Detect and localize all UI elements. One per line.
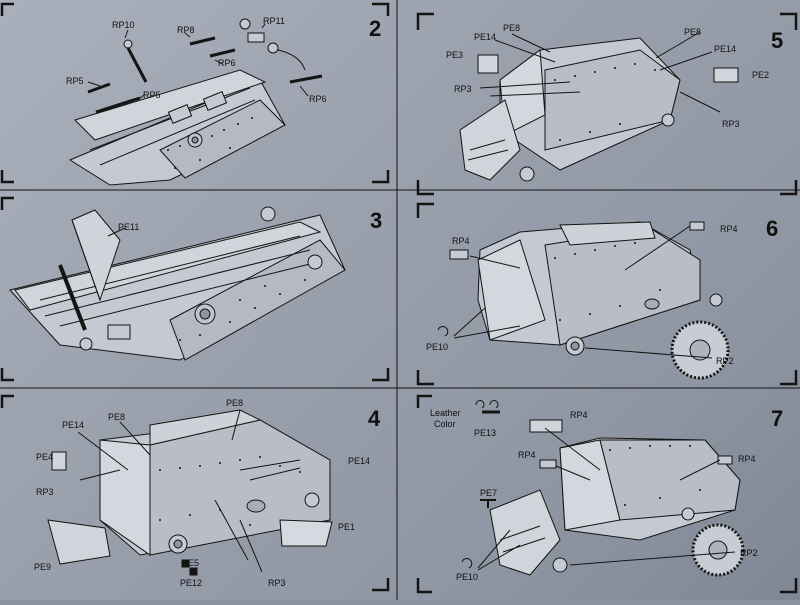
step-number-3: 3 [370, 208, 382, 233]
step-2-labels: RP10 RP8 RP11 RP5 RP5 RP6 RP6 [66, 16, 327, 104]
callout-label: PE1 [338, 522, 355, 532]
callout-label: RP6 [309, 94, 327, 104]
callout-label: PE11 [118, 222, 139, 232]
step-6-drawing [437, 221, 730, 380]
callout-label: RP4 [570, 410, 588, 420]
callout-label: PE5 [182, 558, 199, 568]
step-3-drawing [9, 206, 346, 361]
callout-label: RP2 [740, 548, 758, 558]
step-4-labels: PE14 PE8 PE8 PE4 RP3 PE14 PE9 PE1 PE5 PE… [34, 398, 370, 588]
callout-label: PE7 [480, 488, 497, 498]
callout-label: PE8 [503, 23, 520, 33]
callout-label: RP2 [716, 356, 734, 366]
callout-label: PE14 [714, 44, 736, 54]
callout-label: PE14 [348, 456, 370, 466]
step-numbers: 2 3 4 5 6 7 [368, 16, 783, 431]
step-2-drawing [68, 18, 323, 186]
callout-label: RP4 [452, 236, 470, 246]
step-number-2: 2 [369, 16, 381, 41]
callout-label: RP4 [720, 224, 738, 234]
callout-label: PE10 [456, 572, 478, 582]
callout-label: PE14 [62, 420, 84, 430]
callout-label: PE10 [426, 342, 448, 352]
callout-label: Color [434, 419, 456, 429]
step-5-labels: PE14 PE8 PE8 PE3 PE14 RP3 PE2 RP3 [446, 23, 769, 129]
callout-label: PE2 [752, 70, 769, 80]
callout-label: RP8 [177, 25, 195, 35]
step-5-drawing [459, 31, 739, 182]
callout-label: PE14 [474, 32, 496, 42]
callout-label: RP11 [263, 16, 285, 26]
callout-label: PE8 [226, 398, 243, 408]
callout-label: RP6 [218, 58, 236, 68]
callout-label: RP4 [738, 454, 756, 464]
callout-label: PE3 [446, 50, 463, 60]
callout-label: RP3 [722, 119, 740, 129]
callout-label: Leather [430, 408, 461, 418]
step-number-6: 6 [766, 216, 778, 241]
step-4-drawing [47, 409, 333, 576]
callout-label: RP5 [143, 90, 161, 100]
step-3-labels: PE11 [118, 222, 139, 232]
step-7-drawing [461, 400, 745, 577]
step-6-labels: RP4 RP4 PE10 RP2 [426, 224, 738, 366]
callout-label: RP10 [112, 20, 135, 30]
callout-label: RP3 [36, 487, 54, 497]
callout-label: PE13 [474, 428, 496, 438]
callout-label: PE9 [34, 562, 51, 572]
callout-label: PE8 [108, 412, 125, 422]
callout-label: RP4 [518, 450, 536, 460]
step-number-7: 7 [771, 406, 783, 431]
callout-label: RP3 [454, 84, 472, 94]
callout-label: PE12 [180, 578, 202, 588]
step-number-5: 5 [771, 28, 783, 53]
callout-label: RP5 [66, 76, 84, 86]
step-number-4: 4 [368, 406, 381, 431]
callout-label: PE4 [36, 452, 53, 462]
callout-label: PE8 [684, 27, 701, 37]
step-7-labels: Leather Color PE13 RP4 RP4 RP4 PE7 PE10 … [430, 408, 758, 582]
callout-label: RP3 [268, 578, 286, 588]
